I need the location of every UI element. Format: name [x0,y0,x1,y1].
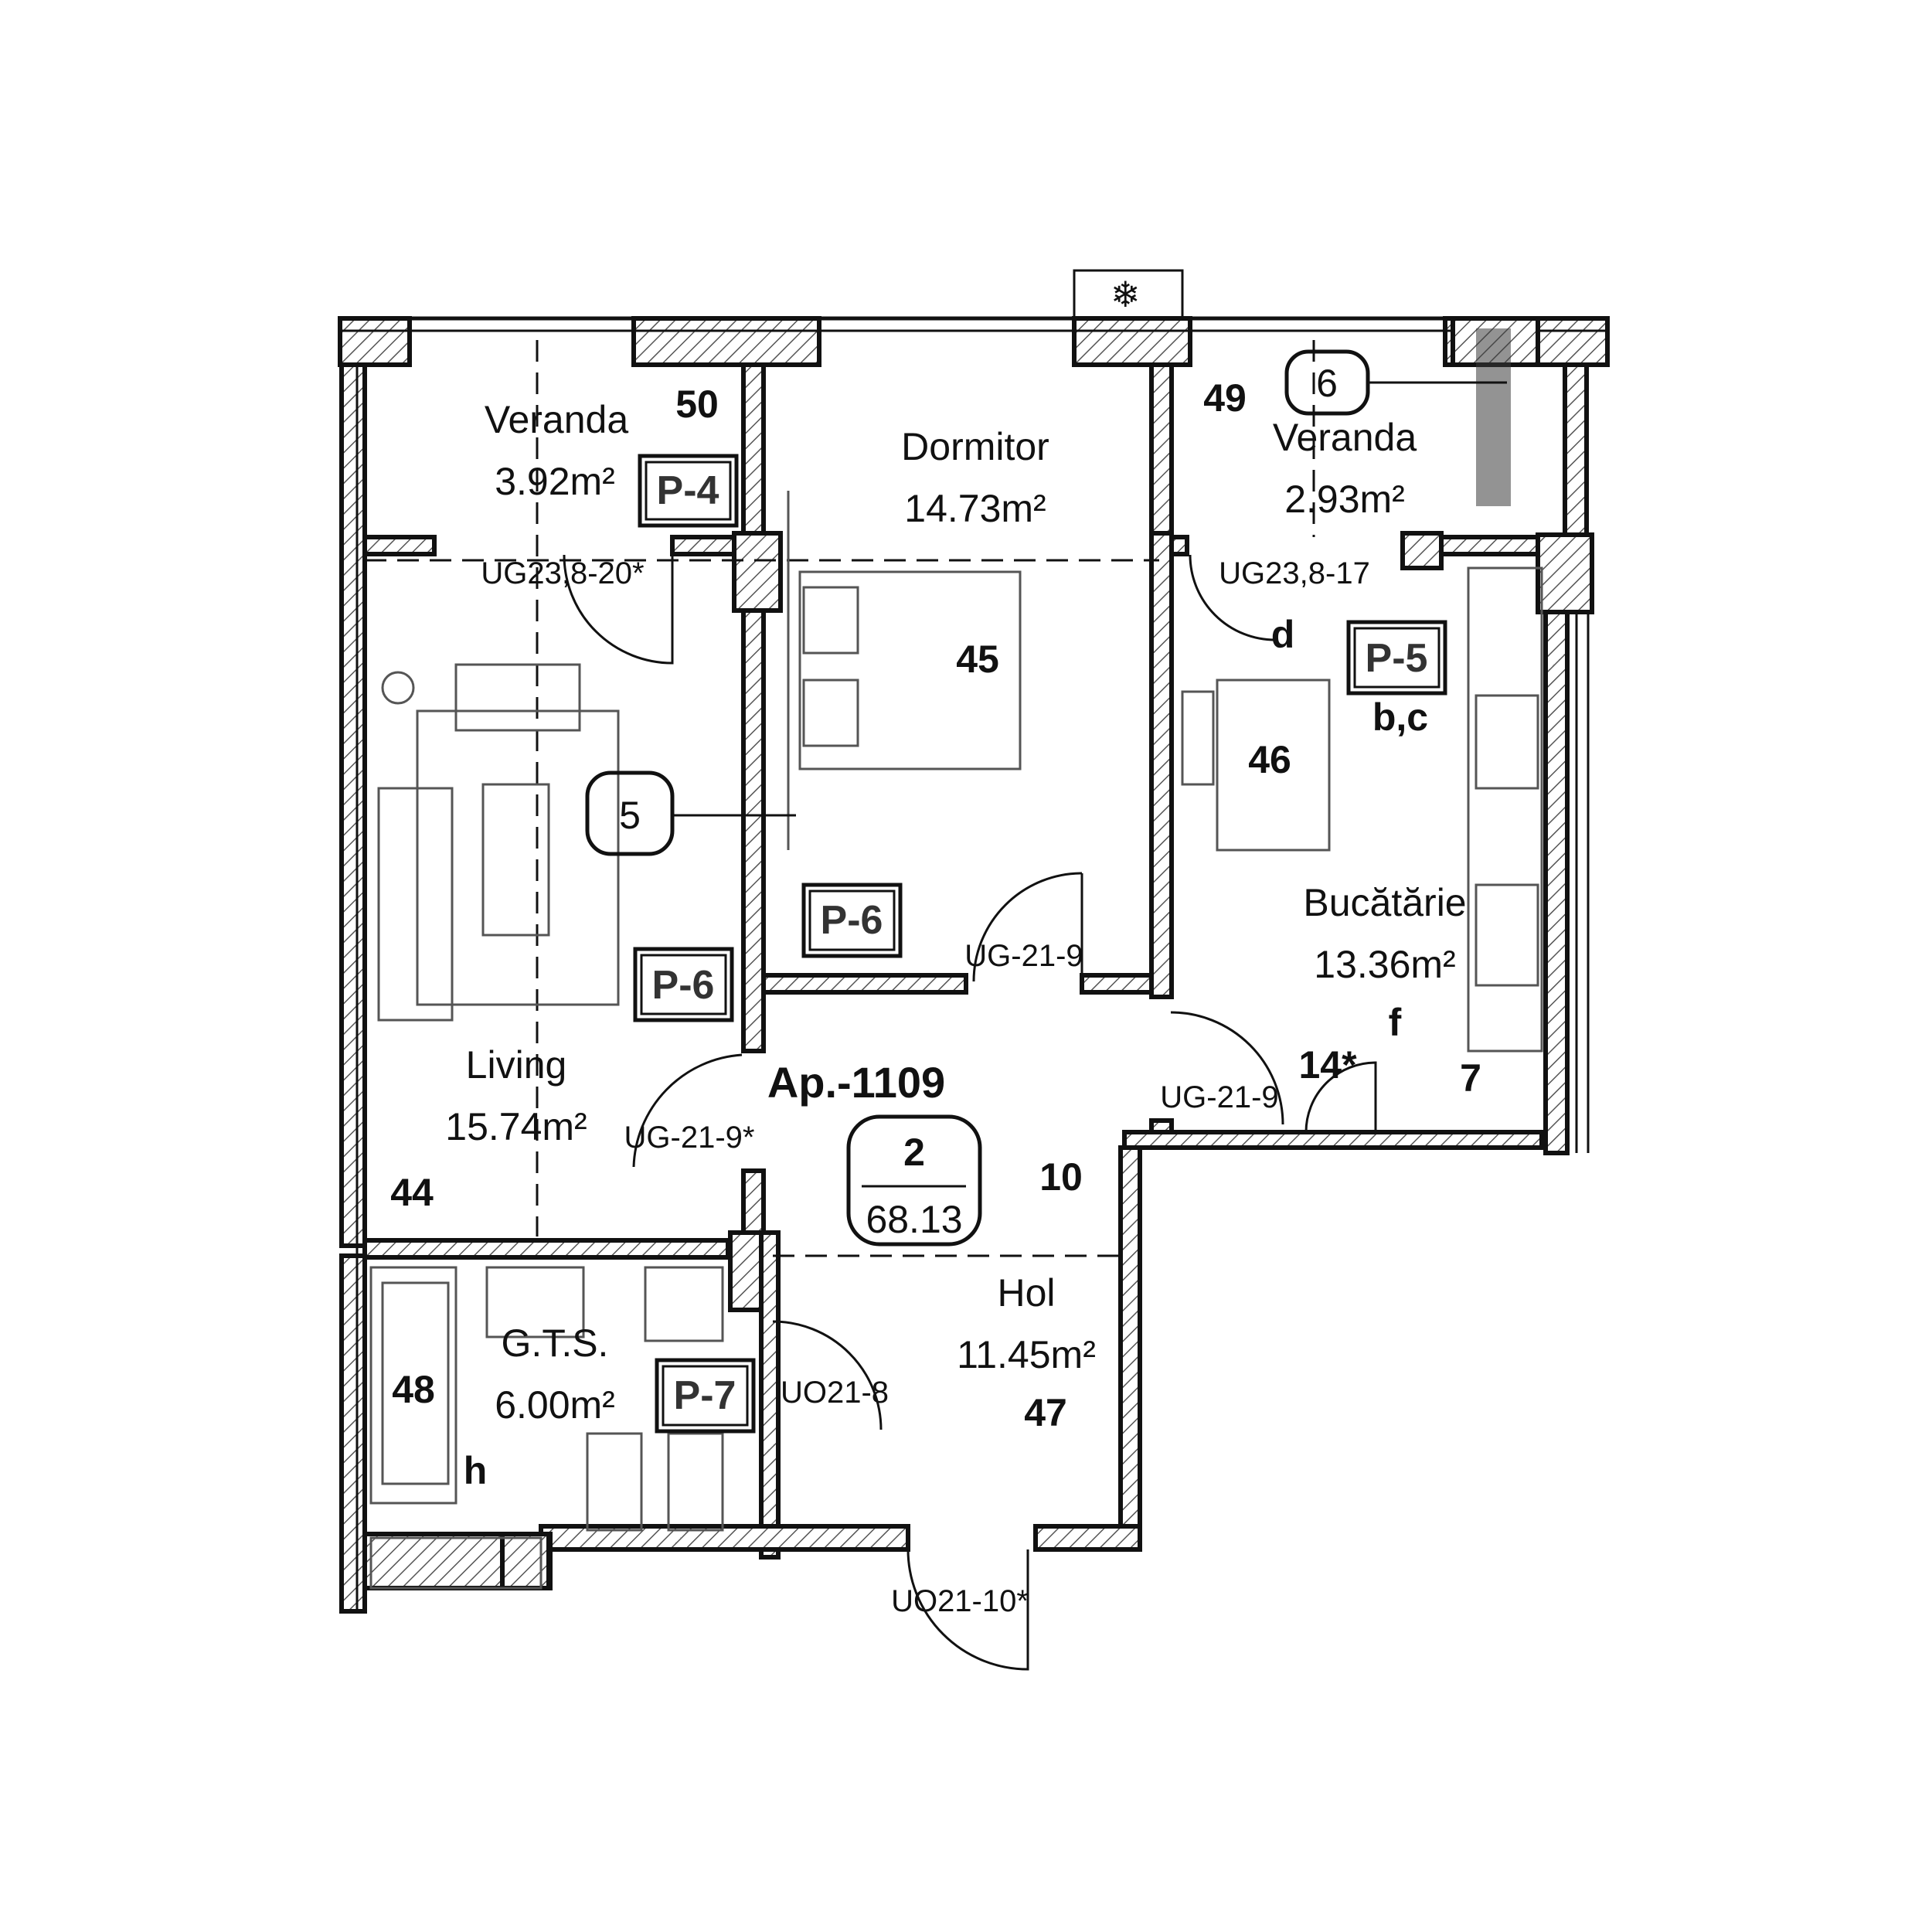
marker-6-label: 6 [1316,362,1338,405]
apartment-area: 68.13 [866,1198,962,1241]
gts-num: 48 [392,1368,435,1411]
badge-dormitor: P-6 [821,898,883,943]
dormitor-name: Dormitor [901,425,1049,468]
veranda-right-area: 2.93m² [1284,478,1405,521]
interior-walls [362,316,1544,1590]
door-swings [563,554,1377,1671]
apartment-tag: Ap.-1109 2 68.13 [767,1058,982,1247]
veranda-left-num: 50 [675,383,719,426]
badge-gts: P-7 [674,1373,736,1418]
snowflake-icon: ❄ [1111,274,1141,315]
door-label-4: UG-21-9 [1160,1080,1278,1114]
marker-h: h [464,1449,488,1492]
badge-veranda-left: P-4 [657,468,719,513]
bucatarie-name: Bucătărie [1303,881,1466,924]
marker-7: 7 [1460,1056,1481,1100]
apartment-label: Ap.-1109 [767,1058,945,1107]
hol-area: 11.45m² [957,1333,1096,1376]
veranda-right-name: Veranda [1273,416,1417,459]
veranda-left-name: Veranda [485,398,628,441]
gts-name: G.T.S. [502,1321,609,1365]
marker-5-label: 5 [619,794,641,837]
marker-bc: b,c [1372,696,1428,739]
marker-10: 10 [1039,1155,1083,1199]
veranda-left-area: 3.92m² [495,460,615,503]
living-area: 15.74m² [445,1105,587,1148]
marker-f: f [1389,1001,1402,1044]
marker-d: d [1271,613,1295,656]
room-labels: Veranda 3.92m² 50 Dormitor 14.73m² 45 49… [390,376,1466,1434]
door-label-2: UG23,8-17 [1219,556,1370,590]
badge-bucatarie: P-5 [1366,636,1428,681]
furniture [369,491,1543,1590]
bucatarie-area: 13.36m² [1314,943,1455,986]
bucatarie-num: 46 [1248,738,1291,781]
veranda-right-num: 49 [1203,376,1247,420]
door-label-3: UG-21-9 [964,939,1083,973]
marker-14: 14* [1298,1043,1357,1087]
door-labels: UG23,8-20* UG23,8-17 UG-21-9 UG-21-9 UG-… [481,556,1369,1618]
door-label-5: UG-21-9* [624,1121,755,1155]
marker-6: 6 [1284,349,1370,416]
apartment-rooms: 2 [903,1131,925,1174]
hol-name: Hol [997,1271,1055,1315]
room-badges: P-4 P-6 P-6 P-5 P-7 [633,454,1447,1434]
hol-num: 47 [1024,1391,1067,1434]
door-label-6: UO21-8 [781,1376,889,1410]
gts-area: 6.00m² [495,1383,615,1427]
axis-lines [365,340,1315,1257]
living-num: 44 [390,1171,434,1214]
misc-markers: 10 7 14* d b,c f h [464,613,1481,1492]
badge-living: P-6 [652,963,715,1008]
marker-5: 5 [585,770,675,856]
door-label-1: UG23,8-20* [481,556,644,590]
living-name: Living [466,1043,567,1087]
dormitor-num: 45 [956,638,999,681]
leader-lines [672,381,1507,817]
door-label-7: UO21-10* [891,1584,1029,1618]
dormitor-area: 14.73m² [904,487,1046,530]
